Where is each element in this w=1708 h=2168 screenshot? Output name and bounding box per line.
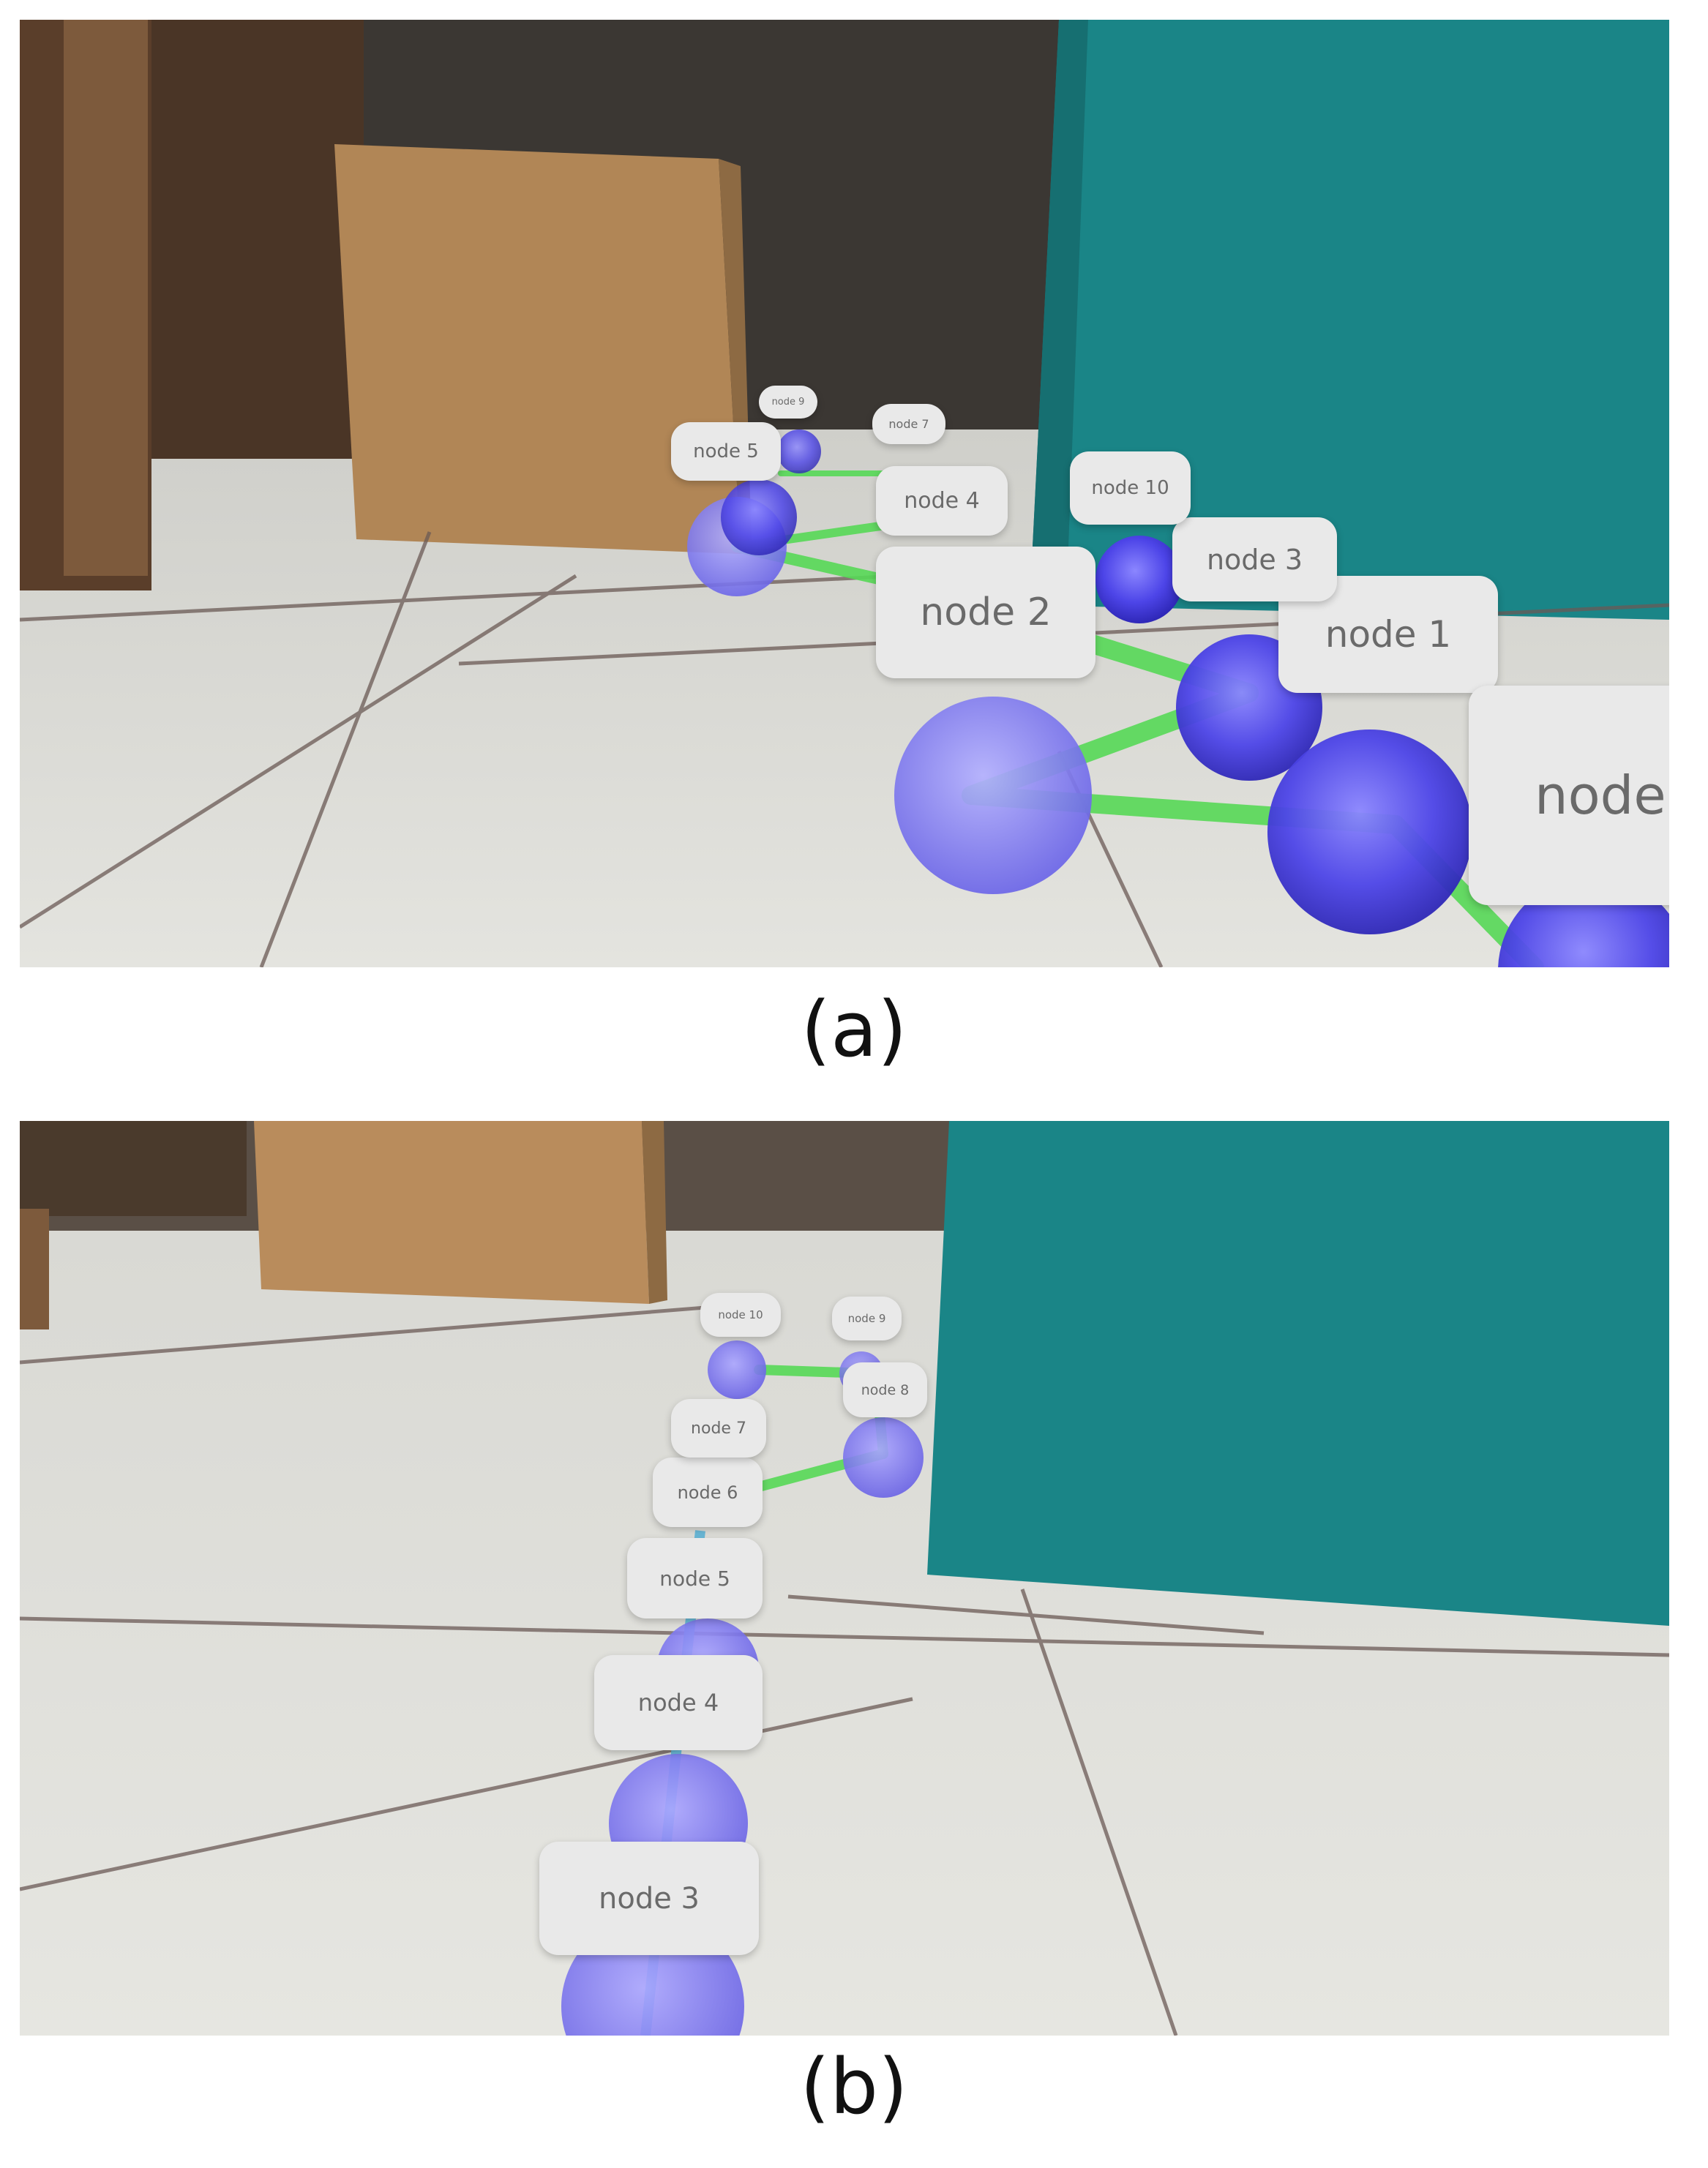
node-label: node 9 xyxy=(832,1297,902,1340)
node-label: node 10 xyxy=(700,1293,781,1337)
node-label: node 5 xyxy=(671,422,781,481)
caption-a: (a) xyxy=(801,985,907,1074)
node-label: node xyxy=(1469,686,1669,905)
panel-b: node 3 node 4 node 5 node 6 node 7 node … xyxy=(20,1121,1669,2036)
node-label: node 9 xyxy=(759,386,817,419)
node-label: node 6 xyxy=(653,1458,763,1527)
panel-b-photo xyxy=(20,1121,1669,2036)
node-label: node 10 xyxy=(1070,451,1191,525)
cardboard-box xyxy=(334,144,741,554)
sphere xyxy=(721,479,797,555)
sphere xyxy=(843,1417,924,1498)
panel-a-photo xyxy=(20,20,1669,967)
caption-b: (b) xyxy=(800,2042,908,2131)
node-label: node 3 xyxy=(539,1842,759,1955)
node-label: node 4 xyxy=(876,466,1008,536)
node-label: node 7 xyxy=(872,404,945,444)
cardboard-box xyxy=(254,1121,649,1304)
sphere xyxy=(894,697,1092,894)
panel-a: node 1 node 2 node 3 node 4 node 5 node … xyxy=(20,20,1669,967)
sphere xyxy=(1267,729,1472,934)
teal-wall xyxy=(927,1121,1669,1626)
teal-wall xyxy=(1030,20,1669,620)
sphere xyxy=(777,430,821,473)
sphere xyxy=(1095,536,1183,623)
node-label: node 3 xyxy=(1172,517,1337,601)
node-label: node 2 xyxy=(876,547,1095,678)
node-label: node 7 xyxy=(671,1399,766,1458)
node-label: node 8 xyxy=(843,1362,927,1417)
node-label: node 5 xyxy=(627,1538,763,1619)
sphere xyxy=(708,1340,766,1399)
cabinet xyxy=(20,1121,247,1216)
node-label: node 4 xyxy=(594,1655,763,1750)
